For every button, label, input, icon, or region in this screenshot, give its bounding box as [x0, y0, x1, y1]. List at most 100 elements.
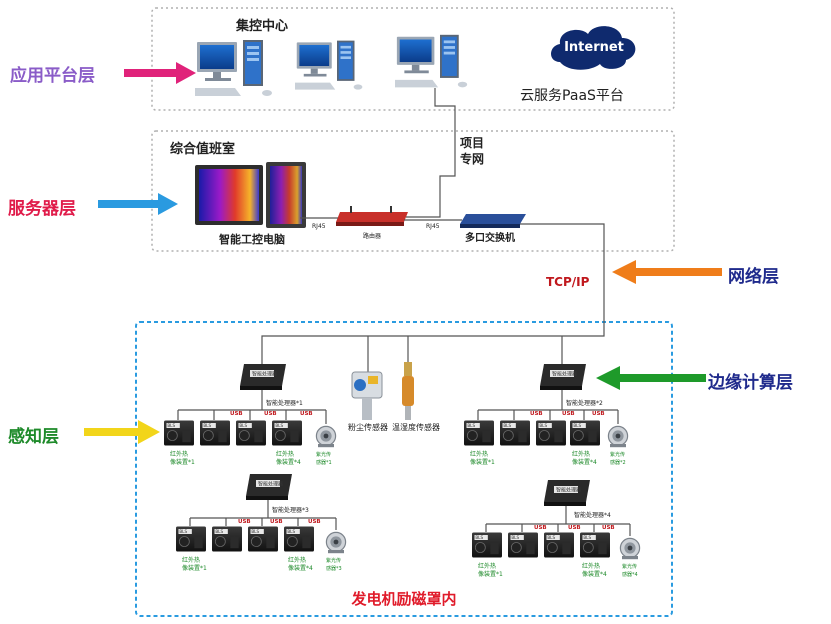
- rj45-label-b: RJ45: [426, 223, 440, 230]
- ir-camera-icon: [212, 526, 242, 552]
- uv-label: 紫光传: [622, 563, 637, 570]
- ir-label-left: 像装置*1: [478, 570, 503, 578]
- ir-camera-icon: [544, 532, 574, 558]
- dust-sensor-label: 粉尘传感器: [348, 422, 388, 432]
- ir-camera-icon: [176, 526, 206, 552]
- usb-label: USB: [300, 411, 313, 417]
- app-zone-box: [151, 7, 675, 111]
- ir-label-right: 红外热: [276, 450, 294, 458]
- processor-label-3: 智能处理器*3: [272, 506, 309, 514]
- dust-sensor-icon: [351, 371, 383, 420]
- usb-label: USB: [530, 411, 543, 417]
- usb-label: USB: [270, 519, 283, 525]
- ir-camera-icon: [508, 532, 538, 558]
- router-icon: [336, 206, 408, 226]
- ipc-label: 智能工控电脑: [219, 232, 285, 246]
- ir-camera-icon: [500, 420, 530, 446]
- processor-icon-3: [246, 474, 292, 500]
- layer-label-sense: 感知层: [8, 426, 59, 447]
- processor-icon-2: [540, 364, 586, 390]
- ir-label-right: 像装置*4: [582, 570, 607, 578]
- uv-label: 紫光传: [610, 451, 625, 458]
- field-zone-title: 发电机励磁罩内: [350, 590, 456, 608]
- industrial-pc-icon: [195, 162, 306, 228]
- layer-label-edge: 边缘计算层: [707, 372, 793, 393]
- ir-label-right: 红外热: [288, 556, 306, 564]
- uv-label: 紫光传: [316, 451, 331, 458]
- server-zone-box: [151, 130, 675, 252]
- ir-camera-icon: [284, 526, 314, 552]
- ir-label-left: 红外热: [470, 450, 488, 458]
- processor-label-4: 智能处理器*4: [574, 511, 611, 519]
- uv-sensor-icon: [325, 531, 347, 554]
- cloud-platform-caption: 云服务PaaS平台: [520, 88, 624, 104]
- uv-label: 感器*3: [326, 565, 342, 572]
- processor-icon-4: [544, 480, 590, 506]
- usb-label: USB: [264, 411, 277, 417]
- app-zone-title: 集控中心: [235, 18, 288, 34]
- ir-label-left: 像装置*1: [182, 564, 207, 572]
- arrow-network: [612, 260, 722, 284]
- switch-label: 多口交换机: [465, 231, 515, 244]
- workstation-icon-3: [395, 34, 468, 88]
- uv-sensor-icon: [315, 425, 337, 448]
- rj45-label-a: RJ45: [312, 223, 326, 230]
- uv-label: 感器*4: [622, 571, 638, 578]
- uv-label: 感器*2: [610, 459, 626, 466]
- ir-label-right: 红外热: [572, 450, 590, 458]
- arrow-sense: [84, 420, 160, 444]
- ir-camera-icon: [464, 420, 494, 446]
- uv-sensor-icon: [619, 537, 641, 560]
- ir-camera-icon: [472, 532, 502, 558]
- usb-label: USB: [602, 525, 615, 531]
- usb-label: USB: [308, 519, 321, 525]
- usb-label: USB: [230, 411, 243, 417]
- ir-camera-icon: [236, 420, 266, 446]
- server-zone-title: 综合值班室: [170, 141, 235, 157]
- ir-camera-icon: [580, 532, 610, 558]
- temp-sensor-label: 温湿度传感器: [392, 422, 440, 432]
- usb-label: USB: [568, 525, 581, 531]
- ir-camera-icon: [536, 420, 566, 446]
- ir-camera-icon: [570, 420, 600, 446]
- ir-label-left: 像装置*1: [470, 458, 495, 466]
- usb-label: USB: [238, 519, 251, 525]
- arrow-server: [98, 193, 178, 215]
- ir-camera-icon: [272, 420, 302, 446]
- ir-label-left: 红外热: [182, 556, 200, 564]
- uv-sensor-icon: [607, 425, 629, 448]
- workstation-icon-1: [195, 40, 272, 96]
- internet-cloud-icon: [551, 26, 636, 70]
- router-label: 路由器: [363, 232, 381, 240]
- switch-icon: [460, 214, 526, 228]
- layer-label-network: 网络层: [728, 266, 779, 287]
- ir-camera-icon: [164, 420, 194, 446]
- layer-label-server: 服务器层: [8, 198, 76, 219]
- ir-label-right: 像装置*4: [288, 564, 313, 572]
- arrow-app: [124, 62, 196, 84]
- ir-label-left: 红外热: [478, 562, 496, 570]
- uv-label: 感器*1: [316, 459, 332, 466]
- usb-label: USB: [562, 411, 575, 417]
- internet-label: Internet: [564, 40, 624, 55]
- usb-label: USB: [534, 525, 547, 531]
- ir-label-left: 红外热: [170, 450, 188, 458]
- uv-label: 紫光传: [326, 557, 341, 564]
- processor-icon-1: [240, 364, 286, 390]
- ir-label-right: 像装置*4: [276, 458, 301, 466]
- usb-label: USB: [592, 411, 605, 417]
- arrow-edge: [596, 366, 706, 390]
- workstation-icon-2: [295, 40, 363, 90]
- ir-label-right: 红外热: [582, 562, 600, 570]
- processor-label-1: 智能处理器*1: [266, 399, 303, 407]
- tcpip-label: TCP/IP: [546, 275, 590, 289]
- ir-label-left: 像装置*1: [170, 458, 195, 466]
- ir-camera-icon: [248, 526, 278, 552]
- connection-lines: [177, 88, 631, 536]
- temp-humidity-sensor-icon: [402, 362, 414, 420]
- processor-label-2: 智能处理器*2: [566, 399, 603, 407]
- layer-label-app: 应用平台层: [10, 65, 95, 86]
- ir-label-right: 像装置*4: [572, 458, 597, 466]
- private-net-line1: 项目: [460, 136, 484, 150]
